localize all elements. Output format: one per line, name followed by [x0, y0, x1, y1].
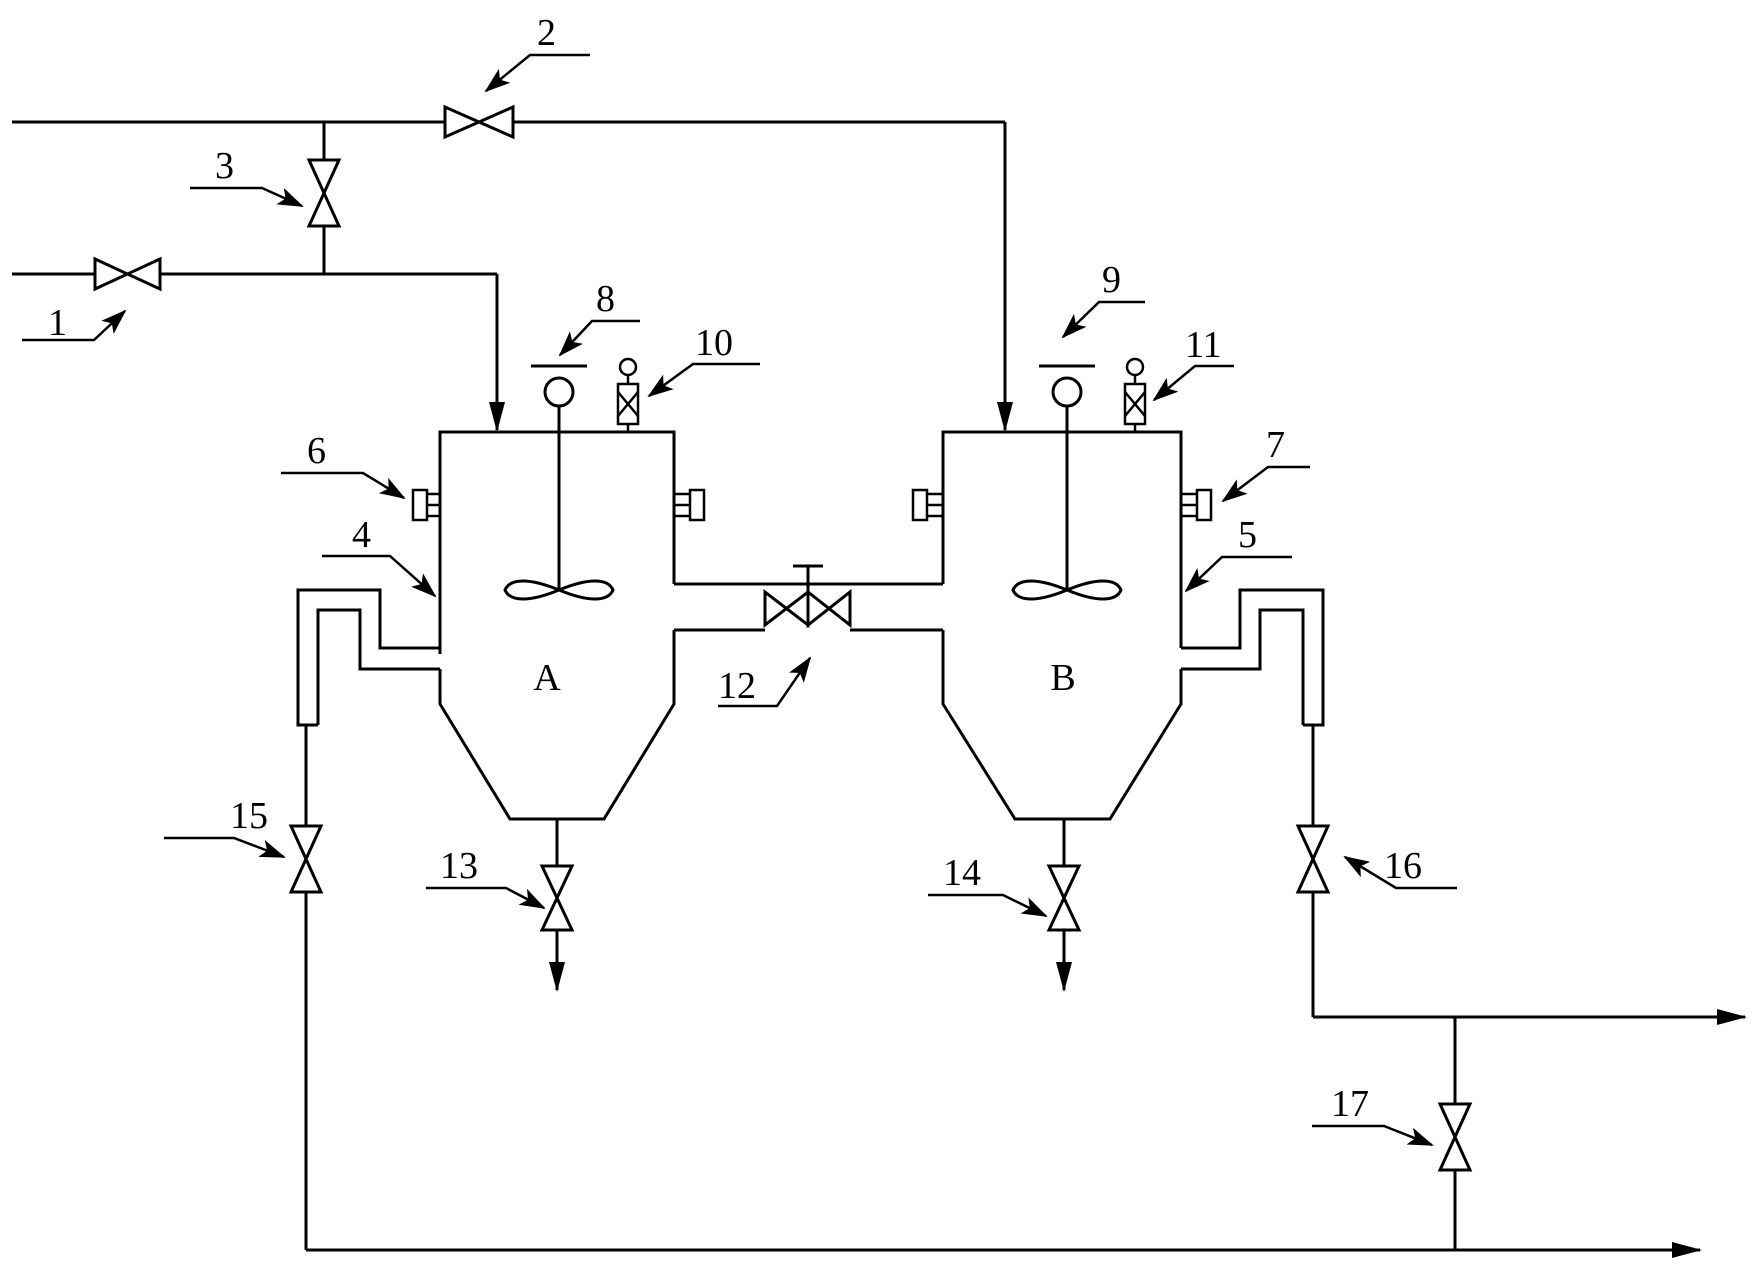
callout-15: 15: [230, 795, 268, 837]
nozzle-7: [1181, 488, 1213, 522]
valve-17: [1437, 1102, 1473, 1172]
callout-2: 2: [537, 12, 556, 54]
callout-9: 9: [1102, 259, 1121, 301]
nozzle-b-left: [911, 488, 943, 522]
branch-line-valve-3: [306, 122, 342, 274]
tank-a: [438, 430, 676, 821]
callout-11: 11: [1185, 324, 1222, 366]
agitator-a: [503, 364, 615, 601]
callout-1: 1: [48, 302, 67, 344]
valve-14: [1046, 864, 1082, 932]
lower-feed-line: [12, 256, 505, 432]
callout-12: 12: [718, 665, 756, 707]
tank-a-label: A: [533, 657, 561, 699]
callout-14: 14: [943, 852, 981, 894]
sensor-10: [616, 357, 640, 432]
callout-7: 7: [1266, 424, 1285, 466]
nozzle-6: [411, 488, 440, 522]
valve-1: [93, 256, 162, 292]
valve-2: [443, 104, 515, 140]
callout-4: 4: [352, 514, 371, 556]
line-valve-17: [1437, 1017, 1473, 1250]
callout-13: 13: [440, 845, 478, 887]
callout-17: 17: [1331, 1083, 1369, 1125]
tank-b-label: B: [1050, 657, 1075, 699]
callout-6: 6: [307, 430, 326, 472]
line-valve-15: [288, 820, 1702, 1258]
connector-ab: [674, 564, 943, 632]
line-valve-16: [1295, 820, 1747, 1025]
agitator-b: [1011, 364, 1123, 601]
valve-12: [763, 588, 852, 629]
top-feed-line: [12, 120, 1013, 432]
callout-5: 5: [1238, 514, 1257, 556]
outlet-b: [1046, 819, 1082, 992]
valve-16: [1295, 824, 1331, 894]
leader-lines: [22, 53, 1457, 1147]
tank-b: [941, 430, 1183, 821]
callout-3: 3: [215, 145, 234, 187]
callout-8: 8: [596, 278, 615, 320]
nozzle-a-right: [674, 488, 706, 522]
callout-numbers: 1 2 3 4 5 6 7 8 9 10 11 12 13 14 15 16 1…: [48, 12, 1422, 1125]
callout-10: 10: [695, 322, 733, 364]
jacket-b: [1181, 588, 1325, 820]
valve-13: [539, 864, 575, 932]
sensor-11: [1123, 357, 1147, 432]
jacket-a: [296, 588, 440, 820]
valve-3: [306, 158, 342, 228]
callout-16: 16: [1384, 845, 1422, 887]
valve-15: [288, 824, 324, 894]
outlet-a: [539, 819, 575, 992]
